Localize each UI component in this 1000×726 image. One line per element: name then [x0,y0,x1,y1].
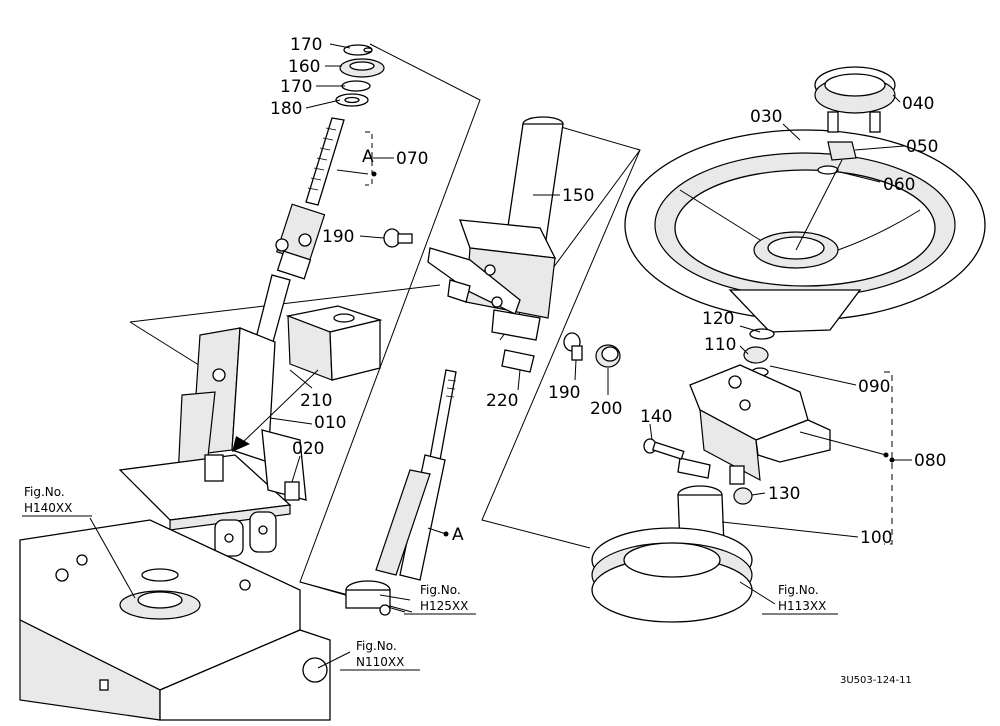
label-080: 080 [914,451,946,471]
label-020: 020 [292,439,324,459]
label-170-bottom: 170 [280,77,312,97]
label-030: 030 [750,107,782,127]
fig-ref-n110-line2: N110XX [356,655,404,669]
label-050: 050 [906,137,938,157]
label-190-lower: 190 [548,383,580,403]
lower-steering-shaft [429,369,457,461]
column-tube-assembly [345,116,621,616]
label-060: 060 [883,175,915,195]
nut-050 [827,141,857,161]
bolt-140 [643,438,685,460]
fig-ref-h113-line2: H113XX [778,599,826,613]
fig-ref-h125-line1: Fig.No. [420,583,461,597]
label-220: 220 [486,391,518,411]
bolt-190-upper [383,228,413,248]
steering-wheel-assembly [591,66,986,623]
chassis-frame [19,519,331,721]
label-210: 210 [300,391,332,411]
nut-130 [733,487,753,505]
label-180: 180 [270,99,302,119]
fig-ref-h140-line2: H140XX [24,501,72,515]
label-a-lower: A [452,525,464,545]
label-170-top: 170 [290,35,322,55]
bolt-190-lower [563,332,583,361]
washer-120 [749,328,775,340]
label-110: 110 [704,335,736,355]
fig-ref-h140-line1: Fig.No. [24,485,65,499]
guide-lines [129,43,641,613]
label-160: 160 [288,57,320,77]
part-labels: 170 160 170 180 070 A 190 150 210 010 02… [270,35,946,548]
plate-220 [501,349,535,373]
label-150: 150 [562,186,594,206]
label-200: 200 [590,399,622,419]
label-120: 120 [702,309,734,329]
label-190-upper: 190 [322,227,354,247]
bolt-020 [284,481,300,501]
label-090: 090 [858,377,890,397]
column-tube-150 [505,123,564,241]
drawing-code: 3U503-124-11 [840,675,912,686]
fig-ref-h113-line1: Fig.No. [778,583,819,597]
label-040: 040 [902,94,934,114]
leader-lines [89,43,905,669]
label-070: 070 [396,149,428,169]
nut-110 [743,346,769,364]
fig-ref-n110-line1: Fig.No. [356,639,397,653]
label-010: 010 [314,413,346,433]
figure-references: Fig.No. H140XX Fig.No. H125XX Fig.No. N1… [22,485,838,671]
splined-shaft [305,117,345,206]
label-100: 100 [860,528,892,548]
label-140: 140 [640,407,672,427]
cover-block-210 [232,305,383,452]
label-a-upper: A [362,147,374,167]
washer-170-bottom [341,80,371,92]
washer-060 [817,165,839,175]
fig-ref-h125-line2: H125XX [420,599,468,613]
steering-shaft-assembly [118,44,385,557]
label-130: 130 [768,484,800,504]
